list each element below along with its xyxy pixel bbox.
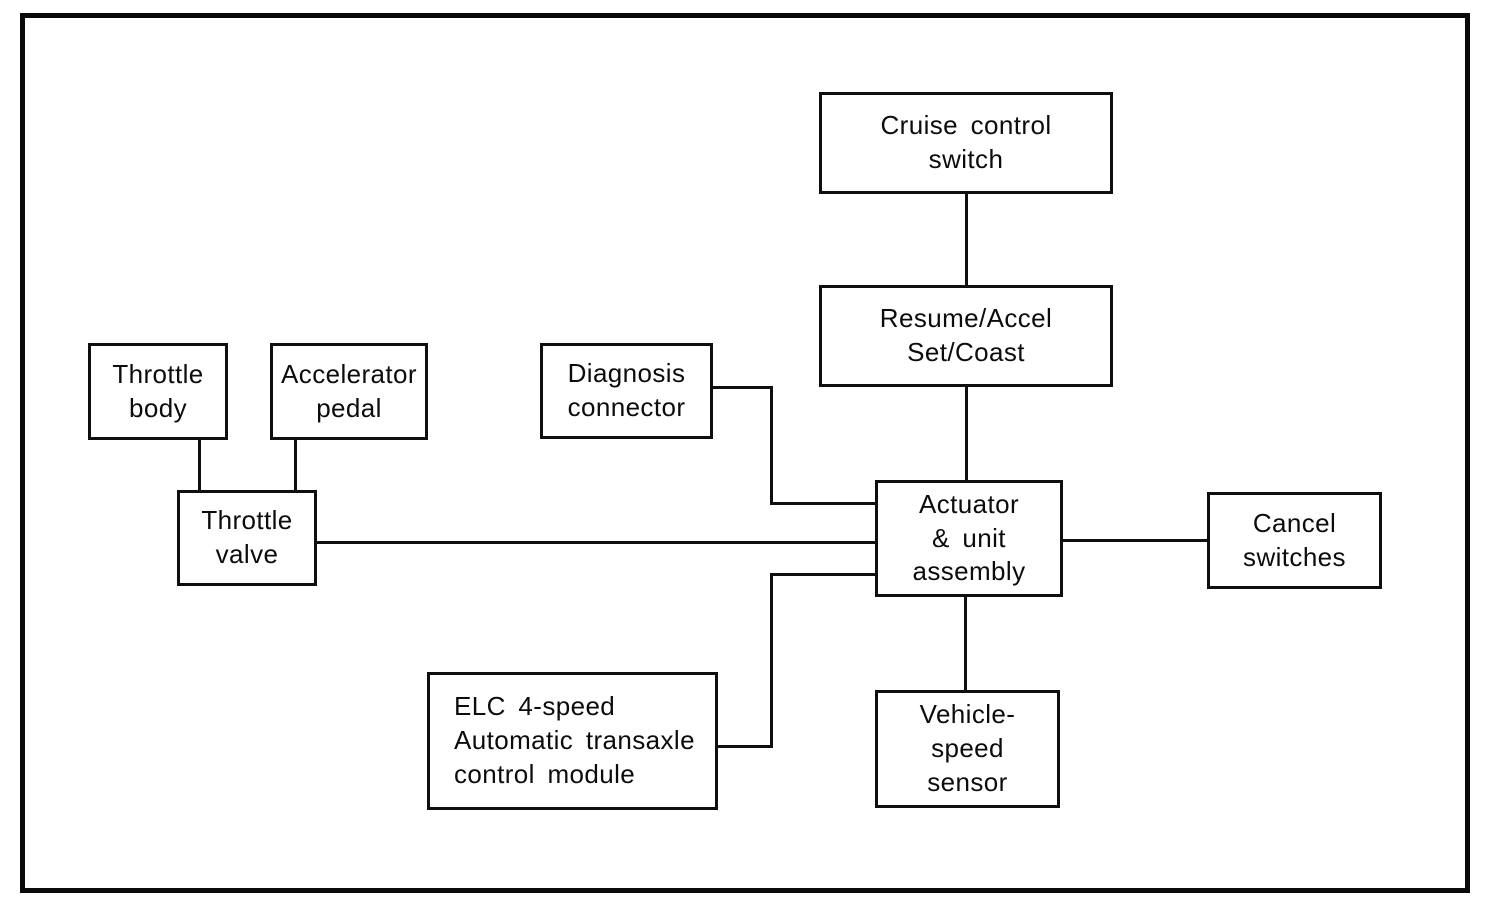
connector-accelerator-pedal-to-throttle-valve [294, 438, 297, 492]
node-accelerator-pedal-label: Accelerator pedal [281, 358, 417, 423]
node-actuator-unit-assembly: Actuator & unit assembly [875, 480, 1063, 597]
node-throttle-body-label: Throttle body [112, 358, 204, 423]
connector-diagnosis-to-actuator-seg1 [711, 386, 773, 389]
connector-cruise-switch-to-resume [965, 193, 968, 287]
connector-throttle-body-to-throttle-valve [198, 438, 201, 492]
node-accelerator-pedal: Accelerator pedal [270, 343, 428, 440]
node-diagnosis-connector: Diagnosis connector [540, 343, 713, 439]
connector-elc-to-actuator-seg3 [770, 573, 877, 576]
node-diagnosis-connector-label: Diagnosis connector [567, 358, 686, 422]
node-elc-transaxle-control-module: ELC 4-speed Automatic transaxle control … [427, 672, 718, 810]
node-throttle-valve: Throttle valve [177, 490, 317, 586]
connector-diagnosis-to-actuator-seg2 [770, 386, 773, 505]
connector-actuator-to-cancel-switches [1061, 539, 1209, 542]
node-elc-transaxle-control-module-label: ELC 4-speed Automatic transaxle control … [454, 691, 695, 789]
node-cancel-switches: Cancel switches [1207, 492, 1382, 589]
node-cancel-switches-label: Cancel switches [1243, 507, 1346, 572]
node-throttle-valve-label: Throttle valve [201, 505, 293, 569]
node-cruise-control-switch: Cruise control switch [819, 92, 1113, 194]
node-resume-accel-set-coast: Resume/Accel Set/Coast [819, 285, 1113, 387]
connector-throttle-valve-to-actuator [315, 541, 877, 544]
node-resume-accel-set-coast-label: Resume/Accel Set/Coast [879, 303, 1053, 367]
connector-resume-to-actuator [965, 385, 968, 482]
connector-diagnosis-to-actuator-seg3 [770, 502, 877, 505]
node-throttle-body: Throttle body [88, 343, 228, 440]
connector-elc-to-actuator-seg1 [716, 745, 773, 748]
node-cruise-control-switch-label: Cruise control switch [880, 110, 1052, 174]
node-actuator-unit-assembly-label: Actuator & unit assembly [912, 488, 1026, 587]
node-vehicle-speed-sensor: Vehicle- speed sensor [875, 690, 1060, 808]
diagram-border [20, 13, 1470, 893]
connector-actuator-to-vehicle-speed-sensor [964, 595, 967, 692]
connector-elc-to-actuator-seg2 [770, 573, 773, 748]
node-vehicle-speed-sensor-label: Vehicle- speed sensor [919, 699, 1016, 797]
